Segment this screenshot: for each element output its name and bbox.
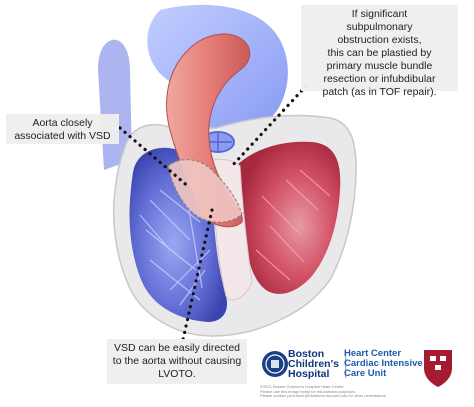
- hospital-logo: Boston Children's Hospital Heart Center …: [258, 347, 470, 403]
- leader-top: [230, 84, 308, 168]
- callout-line: subpulmonary: [346, 21, 413, 33]
- copyright-fineprint: ©2021 Boston Children's Hospital Heart C…: [260, 384, 387, 399]
- leader-lines: [118, 84, 308, 346]
- vsd-patch: [167, 159, 243, 223]
- callout-line: Aorta closely: [32, 117, 93, 129]
- callout-line: resection or infubdibular: [323, 73, 436, 85]
- lv-trabeculations: [255, 169, 331, 281]
- callout-line: primary muscle bundle: [326, 60, 433, 72]
- callout-line: VSD can be easily directed: [113, 342, 241, 354]
- callout-subpulmonary-obstruction: If significant subpulmonary obstruction …: [301, 5, 458, 98]
- leader-left: [118, 126, 192, 190]
- callout-line: to the aorta without causing: [112, 355, 242, 367]
- callout-line: this can be plastied by: [327, 47, 432, 59]
- callout-line: If significant: [351, 8, 408, 20]
- callout-line: associated with VSD: [14, 130, 111, 142]
- unit-name: Heart Center Cardiac Intensive Care Unit: [344, 348, 423, 379]
- callout-line: obstruction exists,: [337, 34, 422, 46]
- callout-vsd-directed: VSD can be easily directed to the aorta …: [107, 339, 247, 384]
- callout-line: LVOTO.: [158, 368, 196, 380]
- logo-graphics: [262, 350, 452, 387]
- callout-aorta-vsd: Aorta closely associated with VSD: [6, 114, 119, 144]
- left-ventricle: [238, 141, 341, 294]
- callout-line: patch (as in TOF repair).: [322, 86, 437, 98]
- hospital-name: Boston Children's Hospital: [288, 348, 339, 380]
- logo-divider: [345, 350, 347, 378]
- rv-trabeculations: [139, 189, 211, 306]
